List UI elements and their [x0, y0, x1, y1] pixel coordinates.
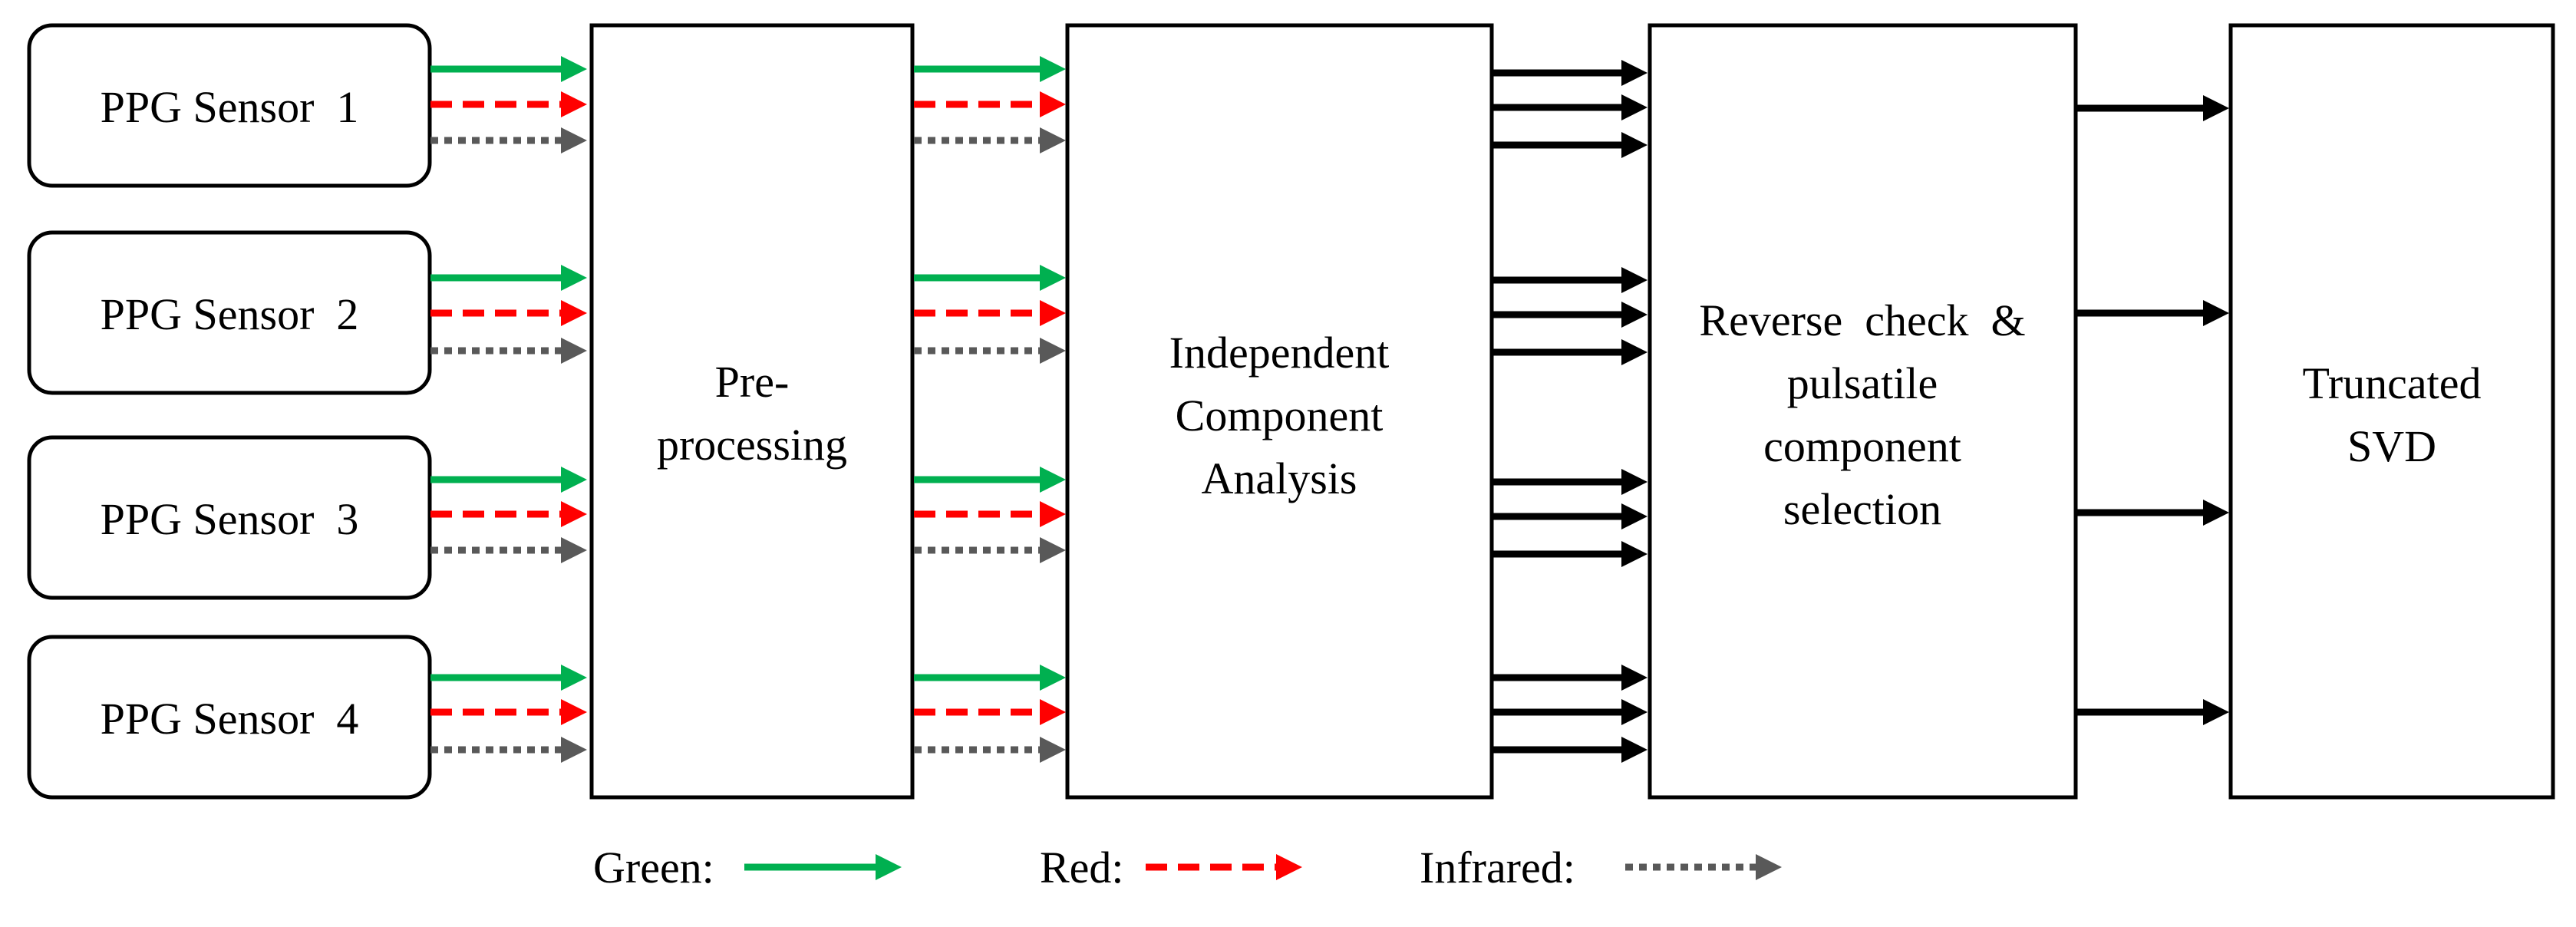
sensor-to-preprocessing-red-arrow-2 [430, 300, 587, 326]
preprocessing-box: Pre- processing [589, 23, 915, 800]
sensor-box-2: PPG Sensor 2 [27, 230, 432, 395]
ica-to-reverse-check-arrow-3-1 [1493, 469, 1648, 495]
sensor-to-preprocessing-infrared-arrow-1 [430, 127, 587, 153]
legend-green-arrow [744, 854, 902, 880]
sensor-to-preprocessing-infrared-arrow-2 [430, 338, 587, 364]
sensor-label-1: PPG Sensor 1 [101, 82, 359, 132]
sensor-to-preprocessing-red-arrow-4 [430, 699, 587, 725]
ica-label-line-1: Independent [1169, 328, 1390, 378]
preprocessing-to-ica-green-arrow-3 [914, 467, 1066, 493]
reverse-check-to-svd-arrow-2 [2077, 300, 2229, 326]
legend-infrared-arrow [1625, 854, 1782, 880]
preprocessing-to-ica-red-arrow-2 [914, 300, 1066, 326]
svd-label-line-1: Truncated [2302, 358, 2481, 408]
ica-to-reverse-check-arrow-4-1 [1493, 665, 1648, 691]
reverse-check-label-line-2: pulsatile [1787, 358, 1938, 408]
preprocessing-to-ica-green-arrow-2 [914, 265, 1066, 291]
preprocessing-to-ica-infrared-arrow-1 [914, 127, 1066, 153]
ica-to-reverse-check-arrow-4-3 [1493, 737, 1648, 763]
reverse-check-label-line-3: component [1763, 421, 1961, 471]
arrows-layer [430, 56, 2229, 880]
preprocessing-to-ica-infrared-arrow-2 [914, 338, 1066, 364]
ica-to-reverse-check-arrow-3-3 [1493, 541, 1648, 567]
sensor-to-preprocessing-red-arrow-1 [430, 91, 587, 117]
preprocessing-to-ica-infrared-arrow-3 [914, 537, 1066, 563]
sensor-to-preprocessing-infrared-arrow-4 [430, 737, 587, 763]
preprocessing-to-ica-green-arrow-1 [914, 56, 1066, 82]
legend-infrared-label: Infrared: [1420, 843, 1575, 892]
preprocessing-to-ica-red-arrow-3 [914, 501, 1066, 527]
sensor-box-4: PPG Sensor 4 [27, 635, 432, 800]
reverse-check-label-line-1: Reverse check & [1699, 295, 2025, 345]
svd-box: Truncated SVD [2228, 23, 2555, 800]
reverse-check-to-svd-arrow-3 [2077, 500, 2229, 526]
sensor-to-preprocessing-green-arrow-3 [430, 467, 587, 493]
sensor-box-3: PPG Sensor 3 [27, 435, 432, 600]
preprocessing-to-ica-infrared-arrow-4 [914, 737, 1066, 763]
ica-box: Independent Component Analysis [1065, 23, 1494, 800]
ica-label-line-3: Analysis [1202, 454, 1357, 503]
sensor-label-3: PPG Sensor 3 [101, 494, 359, 544]
ica-to-reverse-check-arrow-2-3 [1493, 339, 1648, 365]
ica-to-reverse-check-arrow-3-2 [1493, 503, 1648, 529]
reverse-check-box: Reverse check & pulsatile component sele… [1648, 23, 2078, 800]
sensor-label-2: PPG Sensor 2 [101, 289, 359, 339]
ica-to-reverse-check-arrow-4-2 [1493, 699, 1648, 725]
ica-to-reverse-check-arrow-2-2 [1493, 302, 1648, 328]
preprocessing-label-line-1: Pre- [715, 357, 790, 407]
preprocessing-label-line-2: processing [657, 420, 847, 470]
ica-label-line-2: Component [1176, 391, 1384, 440]
svd-label-line-2: SVD [2347, 421, 2436, 471]
ica-to-reverse-check-arrow-1-3 [1493, 132, 1648, 158]
preprocessing-to-ica-red-arrow-4 [914, 699, 1066, 725]
legend-red-arrow [1146, 854, 1302, 880]
reverse-check-to-svd-arrow-1 [2077, 95, 2229, 121]
ica-to-reverse-check-arrow-2-1 [1493, 267, 1648, 293]
sensor-label-4: PPG Sensor 4 [101, 694, 359, 744]
legend: Green: Red: Infrared: [593, 843, 1575, 892]
legend-green-label: Green: [593, 843, 714, 892]
sensor-to-preprocessing-infrared-arrow-3 [430, 537, 587, 563]
sensor-to-preprocessing-green-arrow-2 [430, 265, 587, 291]
legend-red-label: Red: [1040, 843, 1124, 892]
sensor-to-preprocessing-green-arrow-1 [430, 56, 587, 82]
reverse-check-to-svd-arrow-4 [2077, 699, 2229, 725]
preprocessing-to-ica-red-arrow-1 [914, 91, 1066, 117]
sensor-to-preprocessing-green-arrow-4 [430, 665, 587, 691]
ica-to-reverse-check-arrow-1-2 [1493, 94, 1648, 120]
sensor-box-1: PPG Sensor 1 [27, 23, 432, 188]
sensor-to-preprocessing-red-arrow-3 [430, 501, 587, 527]
reverse-check-label-line-4: selection [1783, 484, 1941, 534]
preprocessing-to-ica-green-arrow-4 [914, 665, 1066, 691]
ica-to-reverse-check-arrow-1-1 [1493, 60, 1648, 86]
